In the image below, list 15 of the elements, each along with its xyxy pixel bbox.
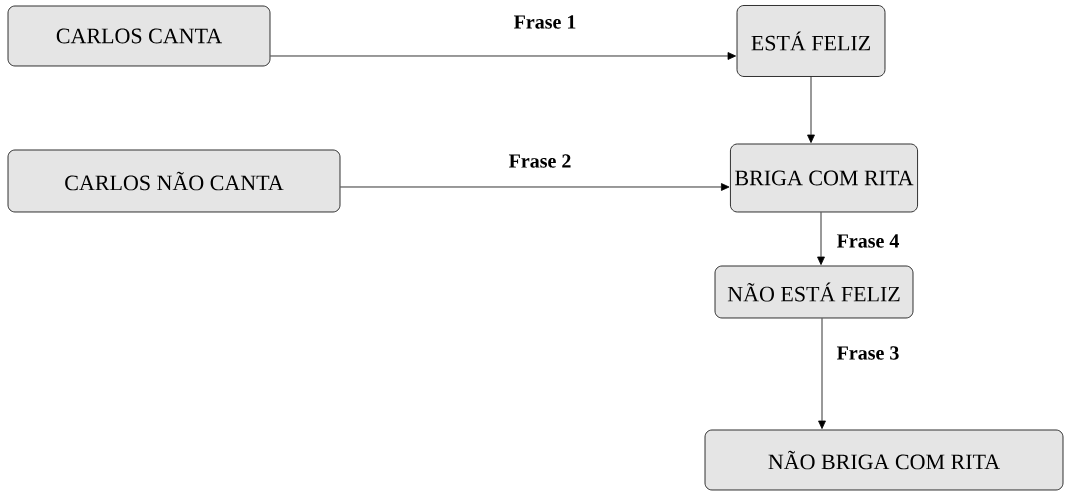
rounded-box: CARLOS CANTA <box>7 5 271 67</box>
rounded-box: BRIGA COM RITA <box>730 143 918 213</box>
arrow <box>818 318 826 429</box>
rounded-box: CARLOS NÃO CANTA <box>7 149 341 213</box>
rounded-box: NÃO ESTÁ FELIZ <box>714 265 914 319</box>
edge-label: Frase 1 <box>512 14 578 30</box>
arrow <box>270 52 736 60</box>
edge-label: Frase 2 <box>507 153 573 169</box>
edge-label: Frase 4 <box>835 233 901 249</box>
arrow <box>807 76 815 143</box>
arrow <box>817 212 825 265</box>
rounded-box: NÃO BRIGA COM RITA <box>704 429 1064 491</box>
edge-label: Frase 3 <box>835 345 901 361</box>
arrow <box>340 183 730 191</box>
rounded-box: ESTÁ FELIZ <box>736 5 886 77</box>
